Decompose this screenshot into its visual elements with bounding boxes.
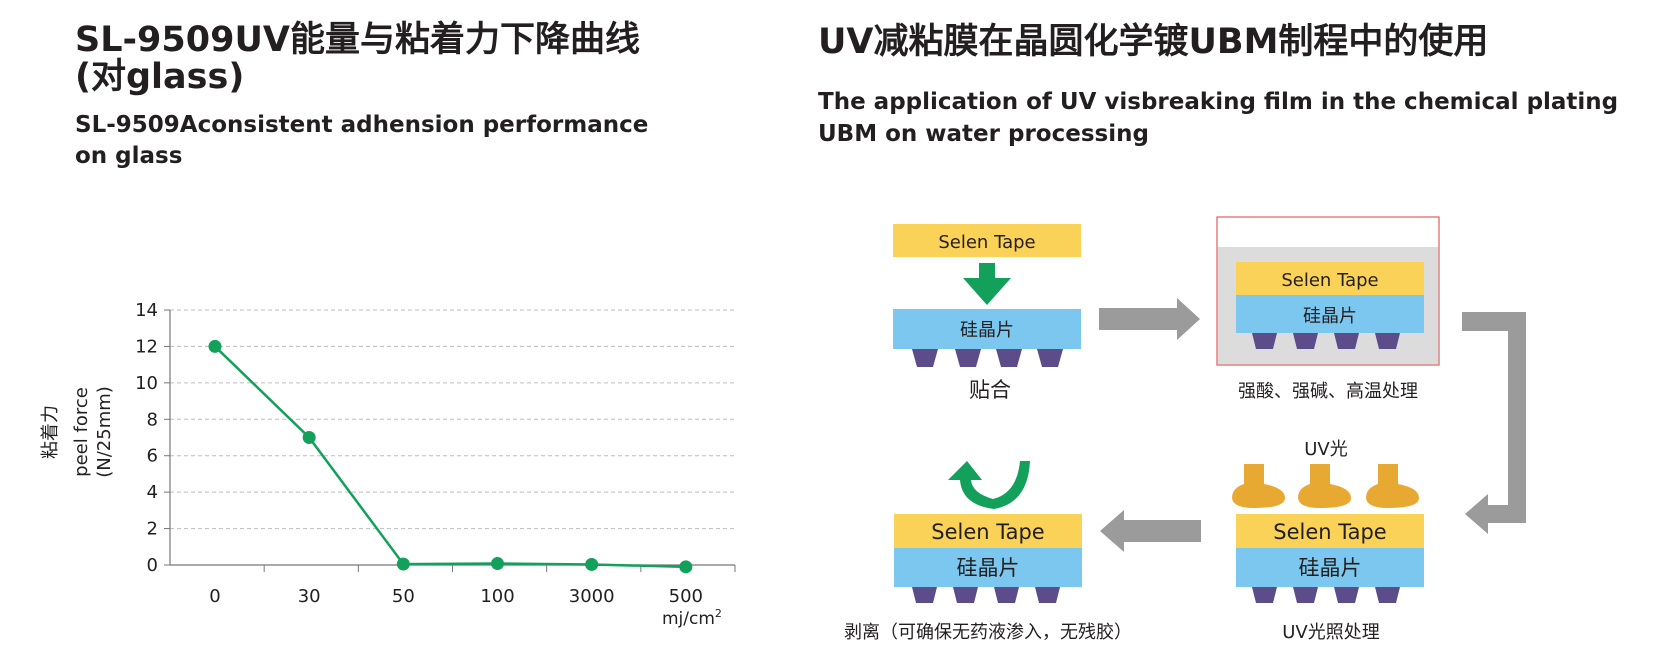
chart-subtitle-line2: on glass (75, 143, 183, 169)
uv-light-label: UV光 (1304, 439, 1348, 460)
step2-chemical-bath: Selen Tape 硅晶片 强酸、强碱、高温处理 (1216, 216, 1440, 402)
tape-strip (1236, 262, 1424, 295)
y-tick-label: 8 (147, 409, 158, 430)
chart-gridlines (170, 309, 735, 530)
x-tick-label: 0 (209, 586, 220, 607)
tape-label: Selen Tape (1273, 520, 1386, 544)
chart-axes (169, 310, 735, 566)
solder-bumps (912, 587, 1060, 603)
wafer-label: 硅晶片 (1303, 306, 1357, 327)
step2-caption: 强酸、强碱、高温处理 (1238, 381, 1418, 402)
series-peel-force (208, 339, 693, 574)
data-point (302, 431, 316, 444)
x-tick-label: 3000 (569, 586, 615, 607)
x-tick-label: 30 (298, 586, 321, 607)
wafer (1236, 295, 1424, 333)
x-tick-label: 50 (392, 586, 415, 607)
data-point (679, 560, 693, 574)
x-tick-label: 100 (480, 586, 514, 607)
data-point (208, 339, 222, 353)
wafer (1236, 548, 1424, 587)
peel-curved-arrow-icon (948, 461, 1030, 509)
y-tick-label: 4 (147, 482, 158, 503)
y-axis-label-cn: 粘着力 (40, 405, 61, 459)
x-axis-unit: mj/cm2 (662, 607, 722, 629)
step1-caption: 贴合 (969, 378, 1011, 402)
x-tick-labels: 0 30 50 100 3000 500 (209, 565, 736, 607)
y-tick-label: 6 (147, 446, 158, 467)
diagram-subtitle-line2: UBM on water processing (818, 121, 1149, 147)
tape-strip (894, 514, 1082, 548)
series-line (214, 345, 686, 569)
solder-bumps (1252, 333, 1400, 349)
wafer-label: 硅晶片 (960, 320, 1014, 341)
bracket-arrow-icon (1462, 312, 1526, 534)
step3-caption: UV光照处理 (1282, 622, 1380, 643)
data-point (396, 557, 410, 571)
wafer (894, 548, 1082, 587)
ubm-process-diagram: Selen Tape 硅晶片 贴合 Selen Tape 硅晶片 强酸、强碱、高… (844, 216, 1526, 643)
y-axis-label-en1: peel force (71, 387, 92, 477)
y-tick-labels: 0 2 4 6 8 10 12 14 (135, 300, 170, 576)
y-tick-label: 14 (135, 300, 158, 321)
y-tick-label: 10 (135, 373, 158, 394)
chart-title-line2: (对glass) (75, 57, 245, 97)
step1-laminate: Selen Tape 硅晶片 贴合 (893, 224, 1081, 402)
down-arrow-icon (963, 263, 1011, 305)
tape-strip (893, 224, 1081, 257)
y-tick-label: 12 (135, 336, 158, 357)
y-tick-label: 2 (147, 519, 158, 540)
solder-bumps (1252, 587, 1400, 603)
step3-uv-exposure: UV光 Selen Tape 硅晶片 UV光照处理 (1232, 439, 1424, 643)
tape-strip (1236, 514, 1424, 548)
peel-force-chart: 0 2 4 6 8 10 12 14 0 30 50 100 3000 500 粘着力 peel for… (40, 300, 736, 629)
chart-subtitle-line1: SL-9509Aconsistent adhension performance (75, 112, 649, 138)
tape-label: Selen Tape (931, 520, 1044, 544)
step4-caption: 剥离（可确保无药液渗入，无残胶） (844, 622, 1132, 643)
wafer (893, 309, 1081, 349)
uv-lamp-icons (1232, 464, 1419, 508)
tape-label: Selen Tape (938, 232, 1035, 253)
solder-bumps (912, 349, 1063, 367)
y-tick-label: 0 (147, 555, 158, 576)
left-arrow-icon (1100, 510, 1201, 552)
x-tick-label: 500 (669, 586, 703, 607)
chart-title-line1: SL-9509UV能量与粘着力下降曲线 (75, 20, 640, 60)
y-axis-label-en2: (N/25mm) (94, 386, 115, 478)
data-point (585, 557, 599, 571)
wafer-label: 硅晶片 (957, 556, 1020, 580)
step4-peel-off: Selen Tape 硅晶片 剥离（可确保无药液渗入，无残胶） (844, 461, 1132, 643)
right-arrow-icon (1099, 298, 1200, 340)
wafer-label: 硅晶片 (1299, 556, 1362, 580)
data-point (491, 557, 504, 571)
diagram-title: UV减粘膜在晶圆化学镀UBM制程中的使用 (818, 22, 1489, 62)
tape-label: Selen Tape (1281, 270, 1378, 291)
diagram-subtitle-line1: The application of UV visbreaking film i… (818, 89, 1619, 115)
